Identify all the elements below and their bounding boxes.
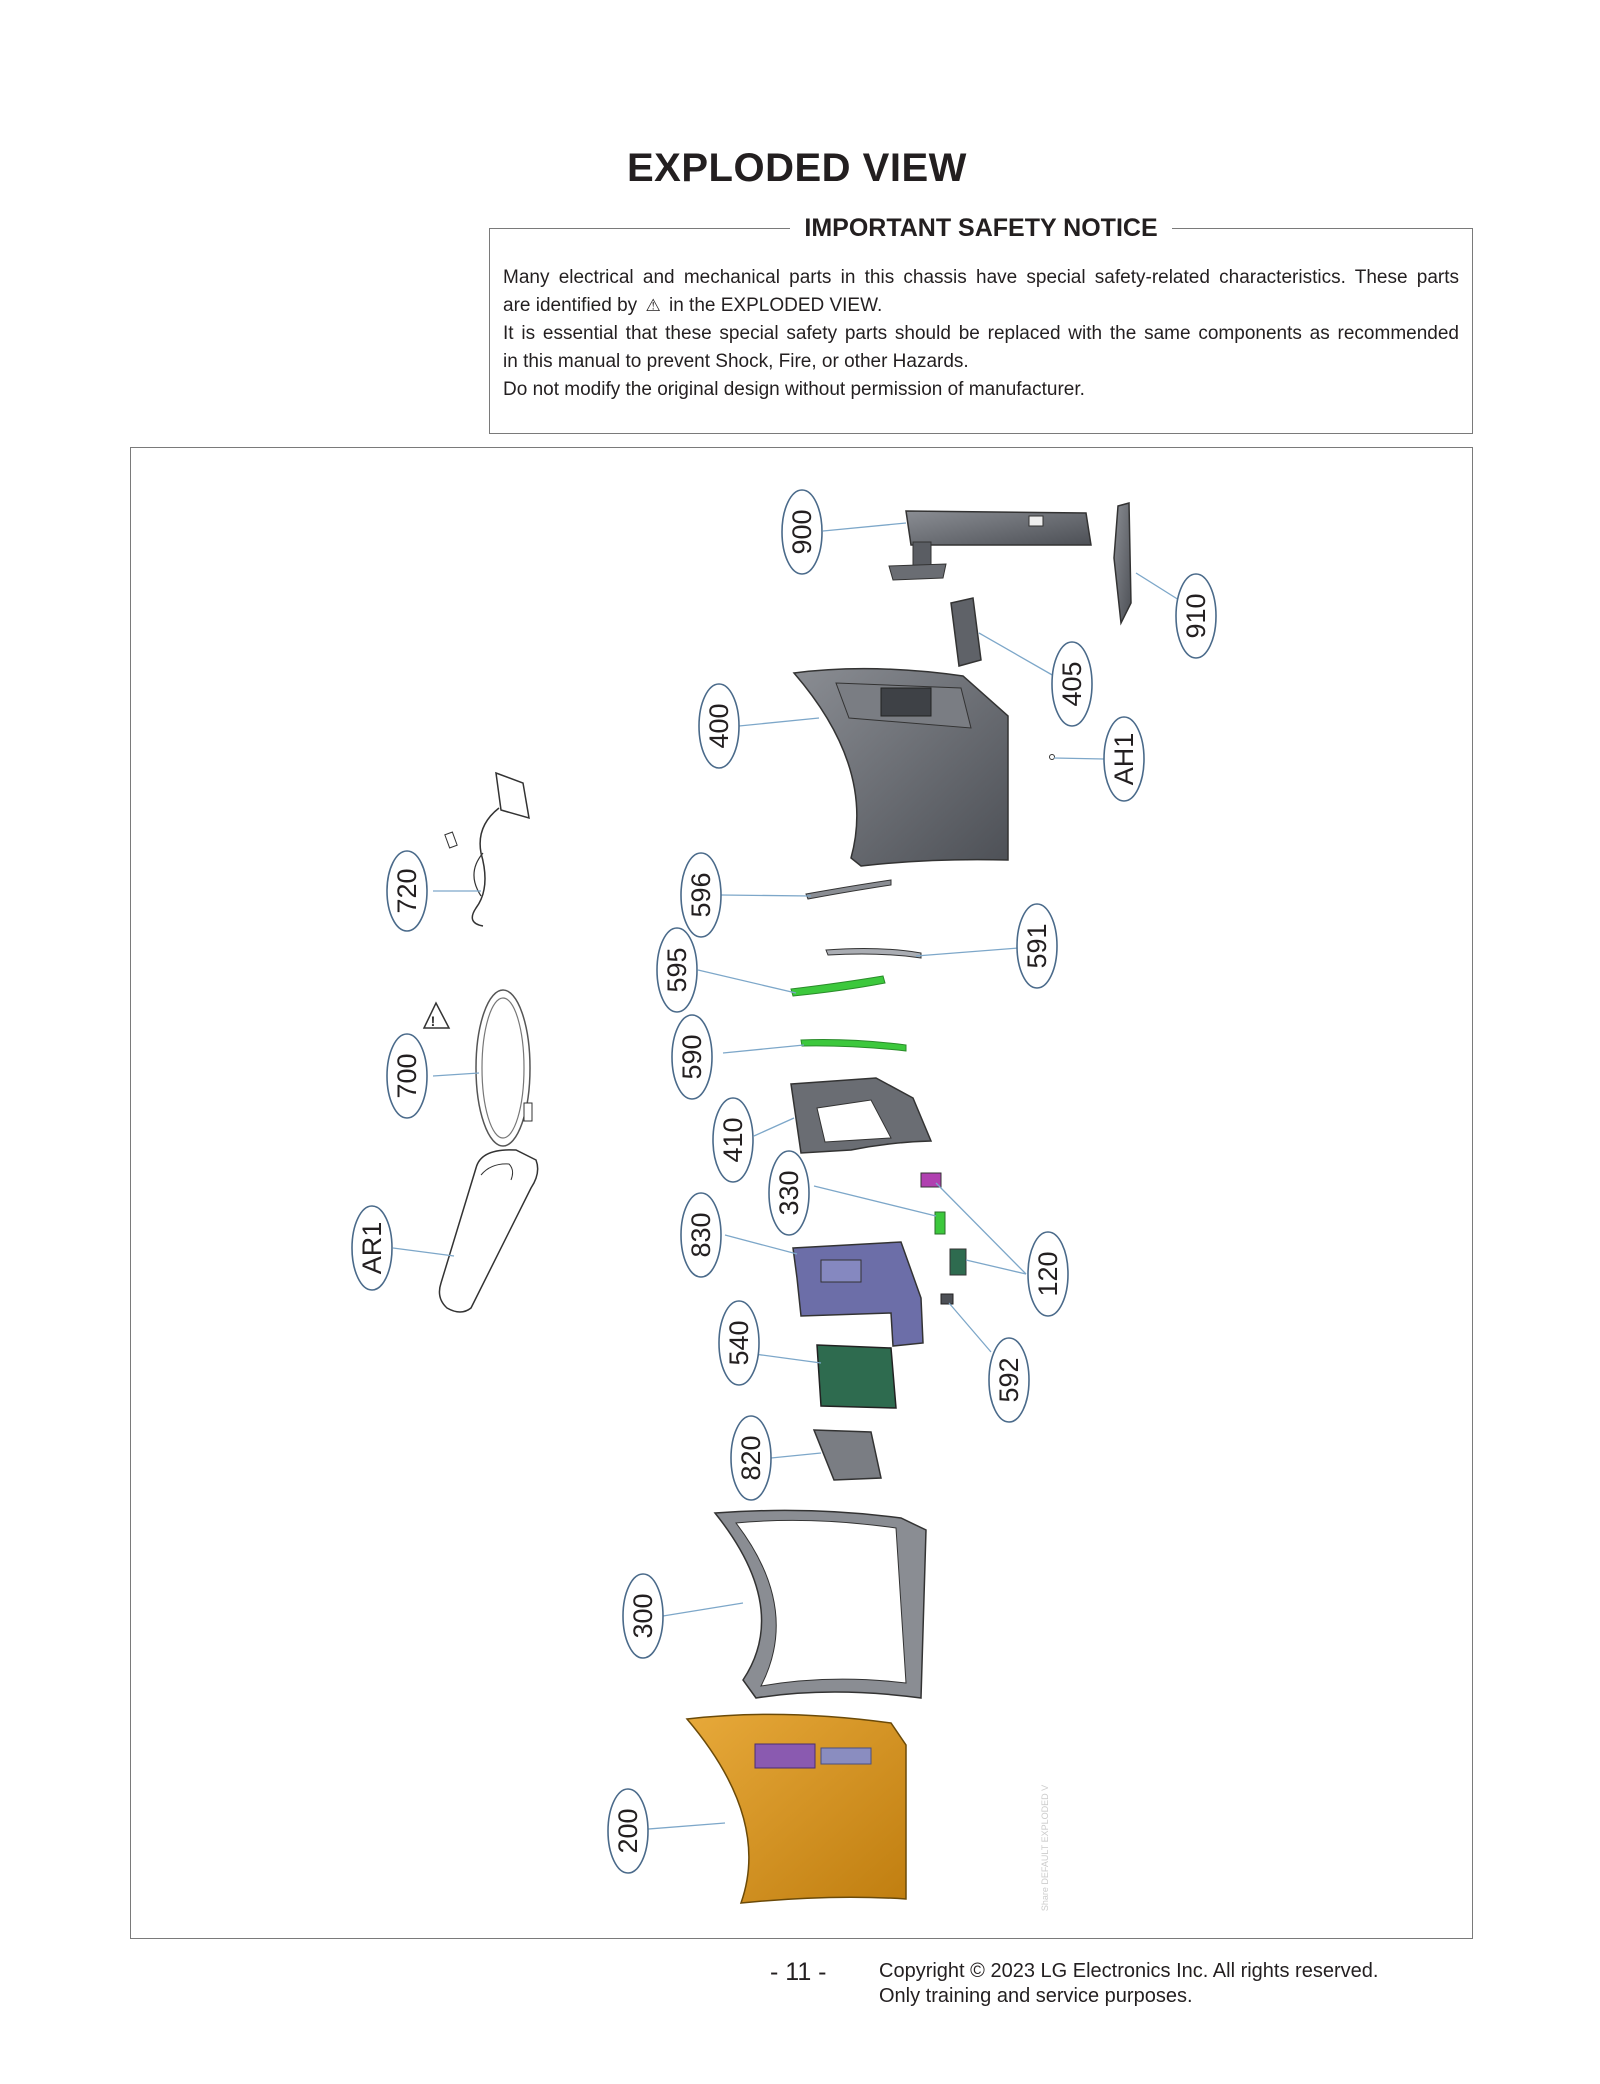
callout-400: 400	[698, 683, 740, 769]
part-cover-405	[950, 597, 982, 667]
svg-text:!: !	[431, 1013, 436, 1029]
svg-text:596: 596	[686, 872, 716, 917]
callout-540: 540	[718, 1300, 760, 1386]
callout-592: 592	[988, 1337, 1030, 1423]
svg-text:592: 592	[994, 1357, 1024, 1402]
part-main-board-540	[816, 1344, 897, 1409]
leader-lines	[392, 522, 1180, 1832]
part-shield-820	[812, 1429, 882, 1481]
callout-591: 591	[1016, 903, 1058, 989]
part-board-592	[940, 1293, 954, 1305]
warning-triangle-icon: ⚠	[645, 296, 661, 315]
svg-text:595: 595	[662, 947, 692, 992]
copyright-line-1: Copyright © 2023 LG Electronics Inc. All…	[879, 1960, 1379, 1982]
svg-text:591: 591	[1022, 923, 1052, 968]
svg-text:830: 830	[686, 1212, 716, 1257]
part-led-595	[790, 975, 886, 997]
part-led-590	[800, 1039, 907, 1052]
svg-text:200: 200	[613, 1808, 643, 1853]
exploded-view-diagram: !	[130, 447, 1473, 1939]
callout-405: 405	[1051, 641, 1093, 727]
svg-text:590: 590	[677, 1034, 707, 1079]
notice-line-1: Many electrical and mechanical parts in …	[503, 267, 1459, 288]
svg-text:720: 720	[392, 868, 422, 913]
part-back-cover-400	[792, 667, 1055, 867]
notice-line-2b: in the EXPLODED VIEW.	[668, 295, 883, 316]
callout-120: 120	[1027, 1231, 1069, 1317]
callout-820: 820	[730, 1415, 772, 1501]
notice-line-3: It is essential that these special safet…	[503, 323, 1459, 344]
svg-text:410: 410	[718, 1117, 748, 1162]
part-strip-596	[805, 879, 892, 900]
callout-910: 910	[1175, 573, 1217, 659]
svg-text:330: 330	[774, 1170, 804, 1215]
part-panel-200	[685, 1713, 907, 1904]
callout-330: 330	[768, 1150, 810, 1236]
copyright-footer: Copyright © 2023 LG Electronics Inc. All…	[879, 1959, 1378, 2009]
exploded-view-svg: !	[351, 489, 1217, 1911]
part-stand-900	[888, 510, 1092, 581]
svg-text:540: 540	[724, 1320, 754, 1365]
callout-ah1: AH1	[1103, 716, 1145, 802]
part-remote-ar1	[438, 1149, 539, 1313]
safety-notice-title: IMPORTANT SAFETY NOTICE	[790, 214, 1172, 242]
page-number: - 11 -	[770, 1958, 827, 1986]
svg-text:900: 900	[787, 509, 817, 554]
copyright-line-2: Only training and service purposes.	[879, 1985, 1193, 2007]
callout-590: 590	[671, 1014, 713, 1100]
callout-720: 720	[386, 850, 428, 932]
callout-200: 200	[607, 1788, 649, 1874]
svg-text:820: 820	[736, 1435, 766, 1480]
callout-830: 830	[680, 1192, 722, 1278]
notice-line-4: in this manual to prevent Shock, Fire, o…	[503, 351, 969, 372]
notice-line-2a: are identified by	[503, 295, 638, 316]
svg-text:AR1: AR1	[357, 1222, 387, 1275]
svg-text:AH1: AH1	[1109, 733, 1139, 786]
part-strip-591	[825, 948, 922, 959]
callout-700: 700	[386, 1033, 428, 1119]
part-adapter-720	[444, 771, 530, 927]
page-title: EXPLODED VIEW	[627, 146, 967, 190]
notice-line-2: are identified by ⚠ in the EXPLODED VIEW…	[503, 292, 1459, 320]
part-chassis-830	[792, 1241, 924, 1347]
safety-notice-body: Many electrical and mechanical parts in …	[503, 264, 1459, 404]
safety-notice-box: IMPORTANT SAFETY NOTICE Many electrical …	[489, 214, 1473, 434]
part-stand-base-910	[1113, 502, 1132, 626]
callout-596: 596	[680, 852, 722, 938]
watermark-text: Share DEFAULT EXPLODED V	[1040, 1785, 1050, 1911]
svg-text:910: 910	[1181, 593, 1211, 638]
part-board-330	[934, 1211, 946, 1235]
notice-line-5: Do not modify the original design withou…	[503, 379, 1085, 400]
callout-300: 300	[622, 1573, 664, 1659]
callout-410: 410	[712, 1097, 754, 1183]
svg-text:700: 700	[392, 1053, 422, 1098]
svg-text:120: 120	[1033, 1251, 1063, 1296]
callout-595: 595	[656, 927, 698, 1013]
part-middle-frame-300	[713, 1509, 927, 1699]
part-power-cord-700: !	[422, 989, 533, 1147]
svg-text:405: 405	[1057, 661, 1087, 706]
callout-ar1: AR1	[351, 1205, 393, 1291]
callout-900: 900	[781, 489, 823, 575]
part-frame-410	[790, 1077, 933, 1154]
svg-text:300: 300	[628, 1593, 658, 1638]
svg-text:400: 400	[704, 703, 734, 748]
